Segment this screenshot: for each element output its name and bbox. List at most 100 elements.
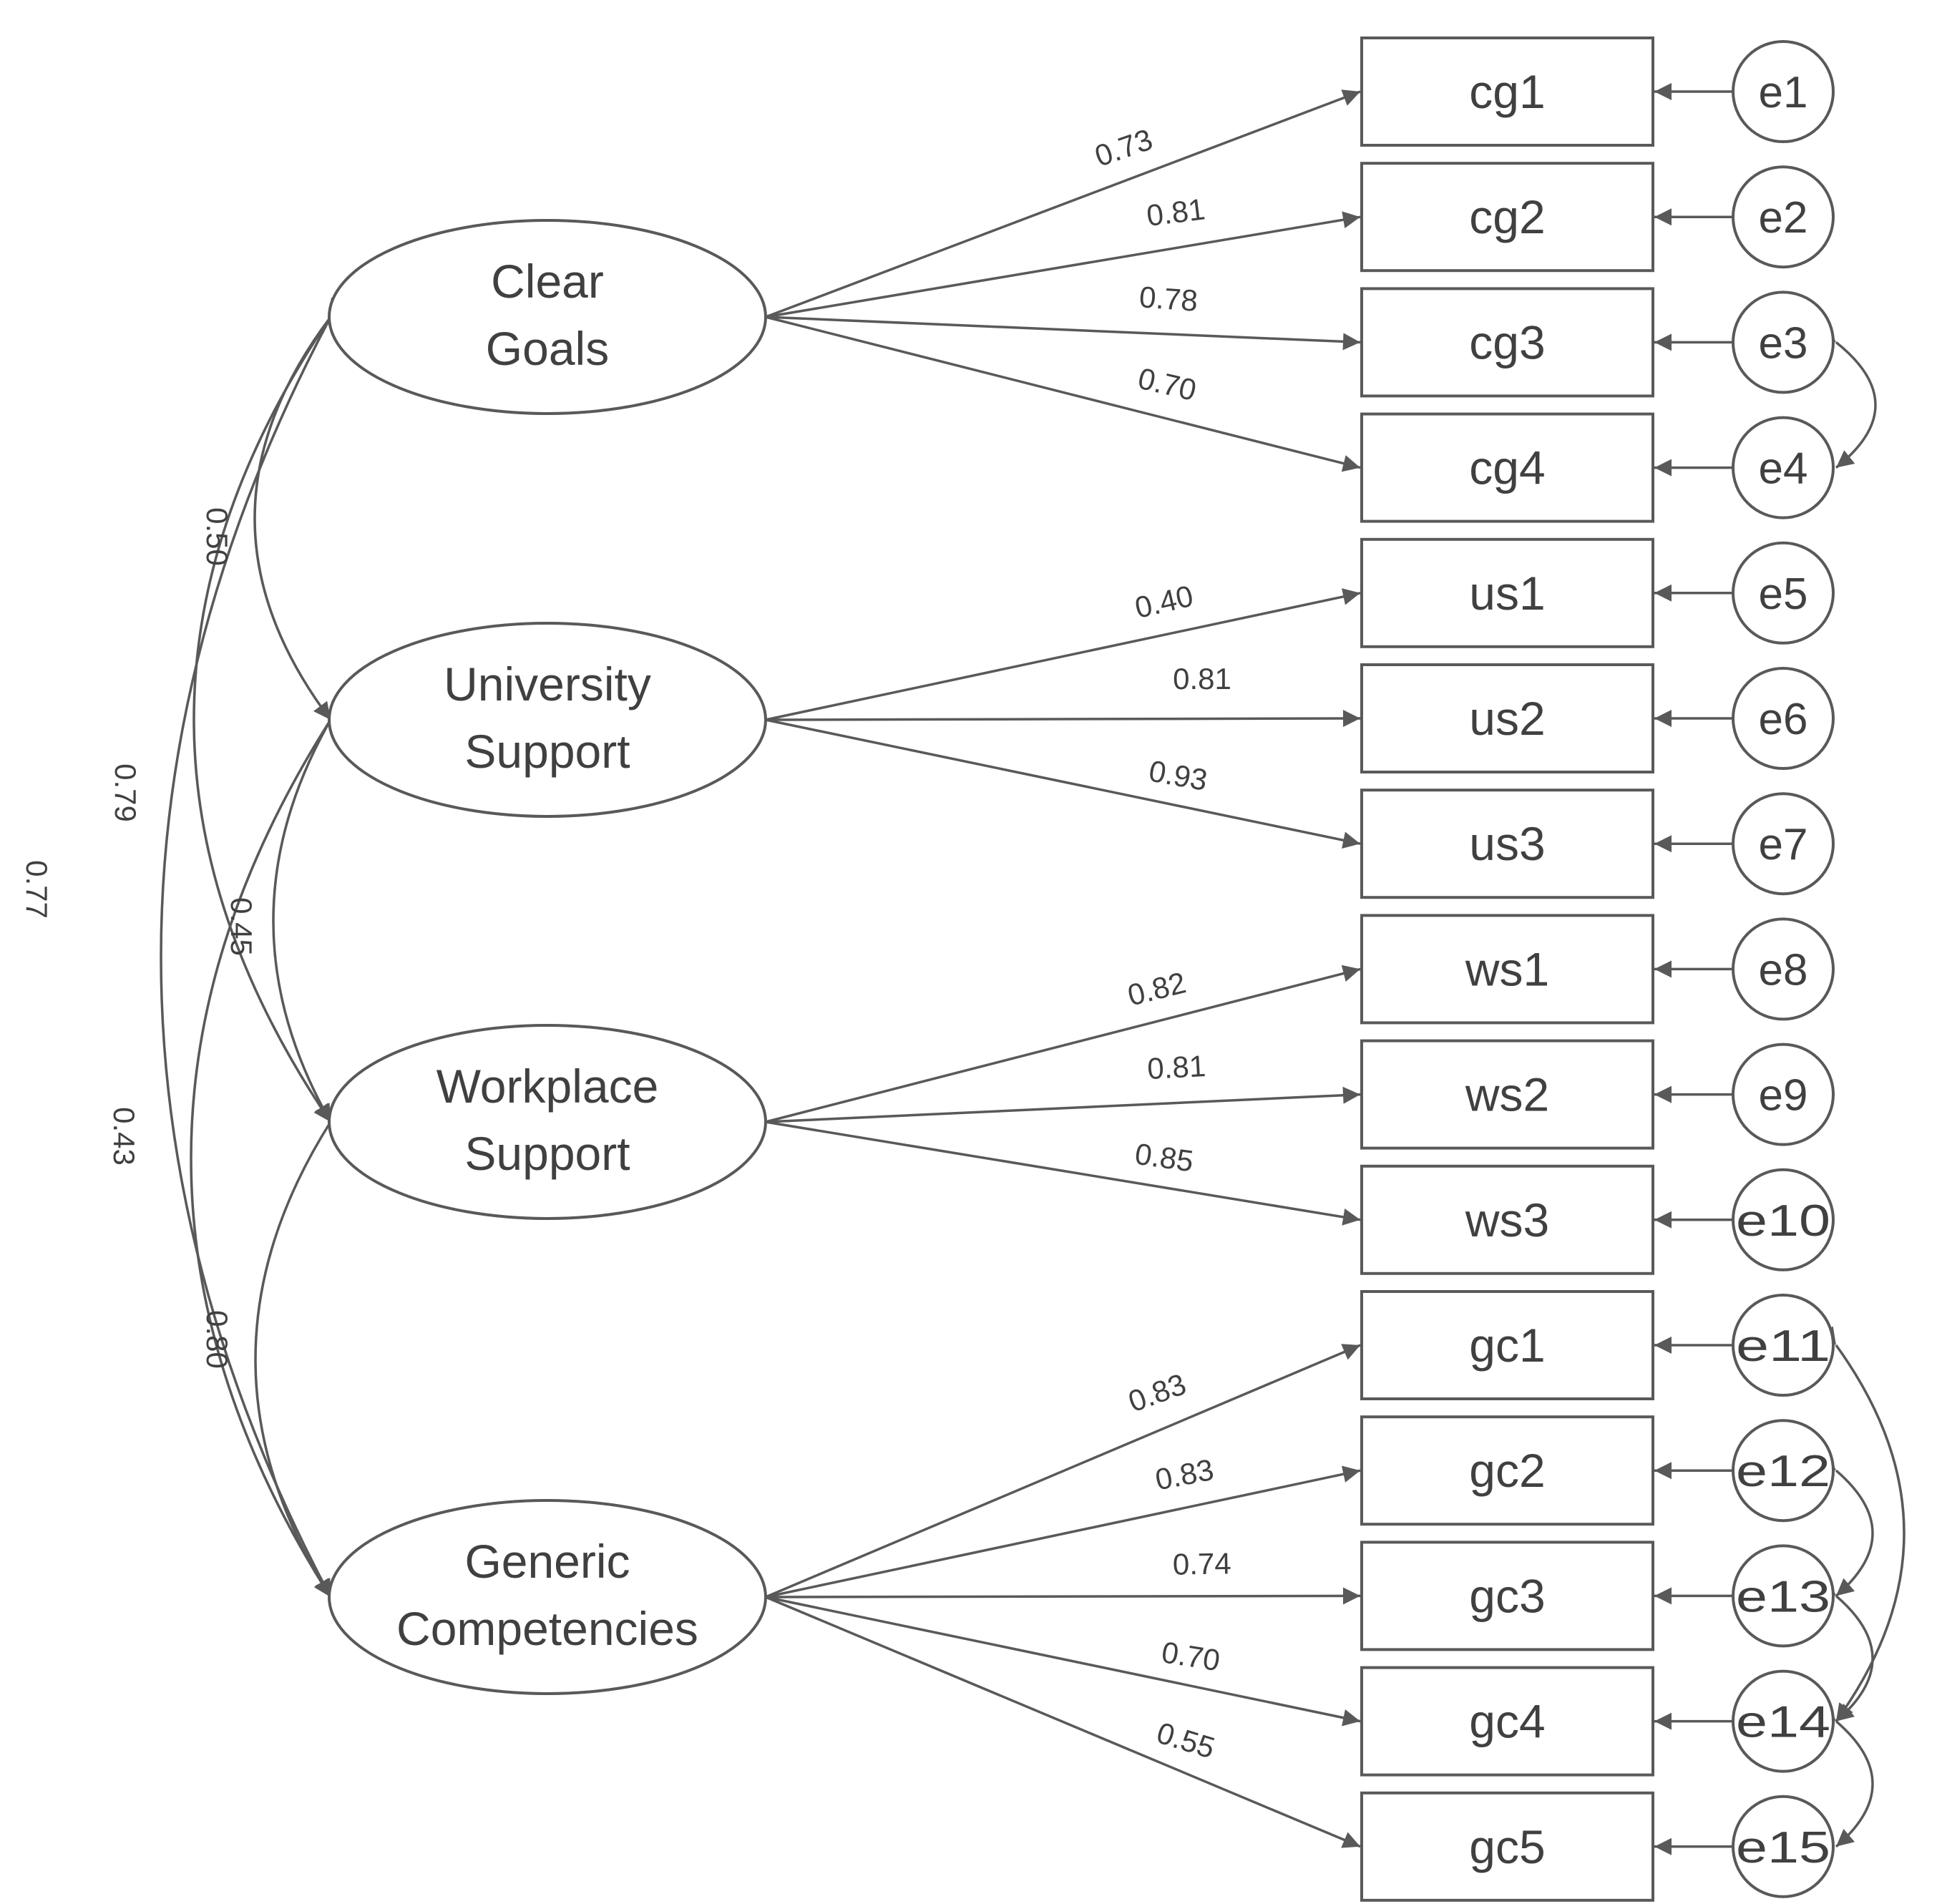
indicator-label-us1: us1: [1469, 567, 1545, 620]
latent-label-gc-line2: Competencies: [396, 1602, 698, 1655]
loading-arrow-gc5: [765, 1596, 1361, 1848]
error-covariance-e12-e13: [1817, 1453, 1874, 1597]
indicator-box-gc4: [1360, 1666, 1654, 1777]
indicator-label-ws2: ws2: [1465, 1068, 1549, 1121]
loading-label-cg1: 0.73: [1090, 122, 1157, 173]
latent-label-gc-line1: Generic: [464, 1535, 630, 1588]
loading-label-gc4: 0.70: [1159, 1635, 1222, 1677]
loading-label-us1: 0.40: [1132, 579, 1196, 625]
loading-label-cg4: 0.70: [1135, 361, 1199, 407]
indicator-label-us2: us2: [1469, 692, 1545, 745]
error-label-e12: e12: [1736, 1447, 1830, 1496]
correlation-curve-us-ws: [272, 700, 347, 1123]
latent-label-us-line2: Support: [464, 725, 630, 778]
correlation-curve-ws-gc: [254, 1103, 347, 1598]
error-circle-e3: [1732, 291, 1835, 394]
correlation-curve-us-gc: [190, 700, 348, 1598]
loading-arrow-ws2: [765, 1086, 1361, 1123]
indicator-label-us3: us3: [1469, 817, 1545, 870]
indicator-box-cg2: [1360, 162, 1654, 273]
indicator-label-cg4: cg4: [1469, 441, 1545, 494]
indicator-label-gc1: gc1: [1469, 1319, 1545, 1372]
indicator-box-cg1: [1360, 36, 1654, 147]
error-covariance-e13-e14: [1817, 1578, 1874, 1722]
latent-factor-ws: [328, 1024, 767, 1220]
error-circle-e7: [1732, 792, 1835, 896]
latent-label-cg-line2: Goals: [486, 322, 609, 375]
error-circle-e2: [1732, 165, 1835, 269]
error-label-e9: e9: [1759, 1071, 1808, 1121]
latent-label-us-line1: University: [444, 658, 651, 711]
latent-factor-gc: [328, 1499, 767, 1695]
indicator-label-cg1: cg1: [1469, 65, 1545, 118]
indicator-box-ws1: [1360, 914, 1654, 1025]
loading-label-gc2: 0.83: [1153, 1453, 1216, 1497]
loading-arrow-cg2: [765, 211, 1361, 318]
indicator-box-us1: [1360, 537, 1654, 648]
indicator-box-ws3: [1360, 1164, 1654, 1275]
loading-arrow-ws1: [765, 965, 1361, 1123]
indicator-box-gc2: [1360, 1415, 1654, 1526]
nodes-layer: [328, 36, 1835, 1902]
indicator-label-cg3: cg3: [1469, 316, 1545, 368]
loading-arrow-us1: [765, 588, 1361, 721]
error-covariance-e3-e4: [1817, 325, 1877, 469]
correlation-curve-cg-ws: [192, 298, 348, 1123]
error-label-e10: e10: [1736, 1196, 1830, 1246]
loading-arrow-gc4: [765, 1596, 1361, 1727]
latent-factor-us: [328, 622, 767, 818]
latent-label-cg-line1: Clear: [491, 255, 604, 308]
error-circle-e4: [1732, 416, 1835, 519]
latent-factor-cg: [328, 219, 767, 415]
correlation-label-us-gc: 0.43: [107, 1107, 141, 1166]
error-label-e1: e1: [1759, 68, 1808, 117]
paths-layer: [160, 83, 1906, 1855]
error-circle-e8: [1732, 917, 1835, 1021]
loading-label-ws1: 0.82: [1124, 965, 1189, 1012]
correlation-label-us-ws: 0.45: [225, 897, 258, 956]
loading-arrow-us3: [765, 718, 1361, 849]
error-circle-e15: [1732, 1795, 1835, 1898]
error-label-e8: e8: [1759, 945, 1808, 995]
error-label-e2: e2: [1759, 193, 1808, 243]
loading-label-cg3: 0.78: [1138, 280, 1199, 318]
error-label-e15: e15: [1736, 1823, 1830, 1873]
loading-label-us3: 0.93: [1146, 753, 1210, 796]
error-circle-e5: [1732, 541, 1835, 645]
indicator-box-cg4: [1360, 412, 1654, 523]
latent-label-ws-line1: Workplace: [436, 1060, 659, 1113]
loading-arrow-ws3: [765, 1121, 1361, 1226]
loading-arrow-cg3: [765, 316, 1361, 351]
loading-arrow-cg1: [765, 89, 1361, 318]
error-covariance-e11-e14: [1819, 1326, 1906, 1722]
indicator-label-gc3: gc3: [1469, 1569, 1545, 1622]
loading-arrow-gc2: [765, 1465, 1361, 1598]
error-label-e11: e11: [1736, 1322, 1830, 1371]
loading-label-ws2: 0.81: [1146, 1049, 1206, 1085]
indicator-box-us3: [1360, 789, 1654, 899]
indicator-box-cg3: [1360, 287, 1654, 398]
error-label-e13: e13: [1736, 1572, 1830, 1621]
error-covariance-e14-e15: [1817, 1703, 1874, 1848]
error-circle-e6: [1732, 667, 1835, 770]
indicator-label-gc2: gc2: [1469, 1444, 1545, 1497]
error-circle-e13: [1732, 1544, 1835, 1648]
error-circle-e14: [1732, 1669, 1835, 1773]
correlation-label-cg-gc: 0.77: [20, 860, 54, 919]
error-circle-e10: [1732, 1168, 1835, 1271]
indicator-label-gc5: gc5: [1469, 1820, 1545, 1873]
error-label-e14: e14: [1736, 1698, 1830, 1747]
loading-arrow-cg4: [765, 316, 1361, 472]
correlation-curve-cg-gc: [160, 298, 346, 1598]
indicator-label-ws3: ws3: [1465, 1193, 1549, 1246]
error-circle-e11: [1732, 1294, 1835, 1397]
indicator-box-gc3: [1360, 1541, 1654, 1651]
loading-label-gc3: 0.74: [1172, 1546, 1231, 1581]
error-label-e3: e3: [1759, 318, 1808, 368]
loading-label-cg2: 0.81: [1145, 192, 1207, 233]
indicator-box-us2: [1360, 663, 1654, 773]
correlation-label-ws-gc: 0.80: [200, 1310, 234, 1369]
error-label-e4: e4: [1759, 444, 1808, 494]
indicator-box-gc5: [1360, 1791, 1654, 1902]
